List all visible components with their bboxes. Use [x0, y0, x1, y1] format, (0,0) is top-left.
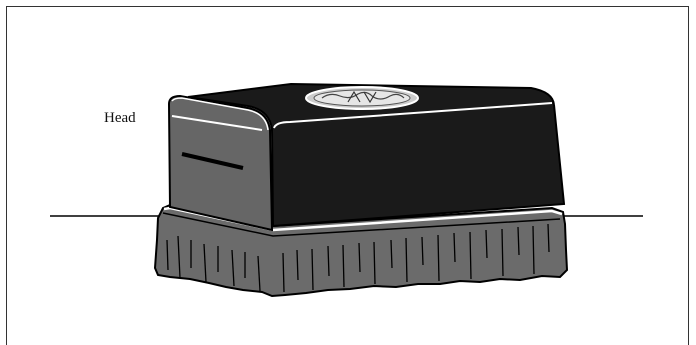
bed-head-end — [169, 96, 272, 230]
seal-emblem-icon — [306, 87, 418, 109]
